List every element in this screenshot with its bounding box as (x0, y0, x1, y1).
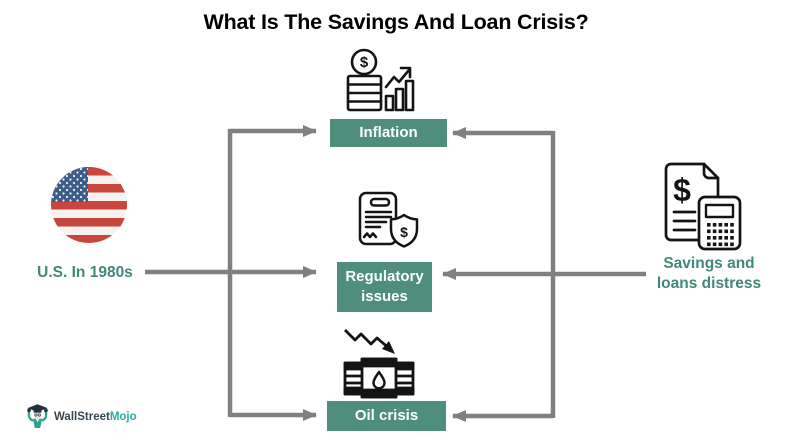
oil-barrels-decline-icon (343, 329, 415, 399)
page-title: What Is The Savings And Loan Crisis? (203, 10, 589, 34)
cause-box-inflation: Inflation (330, 119, 447, 147)
cause-box-oil: Oil crisis (327, 401, 446, 431)
dollar-glyph: $ (360, 54, 369, 71)
inflation-coins-chart-icon: $ (346, 48, 415, 112)
cause-label: Regulatory issues (345, 268, 424, 305)
left-source-label: U.S. In 1980s (37, 264, 133, 281)
dollar-glyph: $ (673, 172, 691, 208)
wordmark-part1: WallStreet (54, 410, 110, 423)
wallstreetmojo-logo: WallStreetMojo (26, 403, 137, 430)
savings-document-calculator-icon: $ (664, 162, 742, 251)
dollar-glyph: $ (400, 224, 408, 240)
wallstreetmojo-mascot-icon (27, 404, 48, 428)
wallstreetmojo-wordmark: WallStreetMojo (54, 411, 137, 423)
cause-label: Inflation (359, 124, 418, 141)
us-flag-icon (51, 167, 127, 243)
right-source-label: Savings and loans distress (656, 255, 762, 292)
cause-box-regulatory: Regulatory issues (337, 262, 432, 312)
cause-label: Oil crisis (354, 407, 419, 424)
regulation-document-shield-icon: $ (358, 191, 419, 248)
wordmark-part2: Mojo (109, 410, 137, 423)
